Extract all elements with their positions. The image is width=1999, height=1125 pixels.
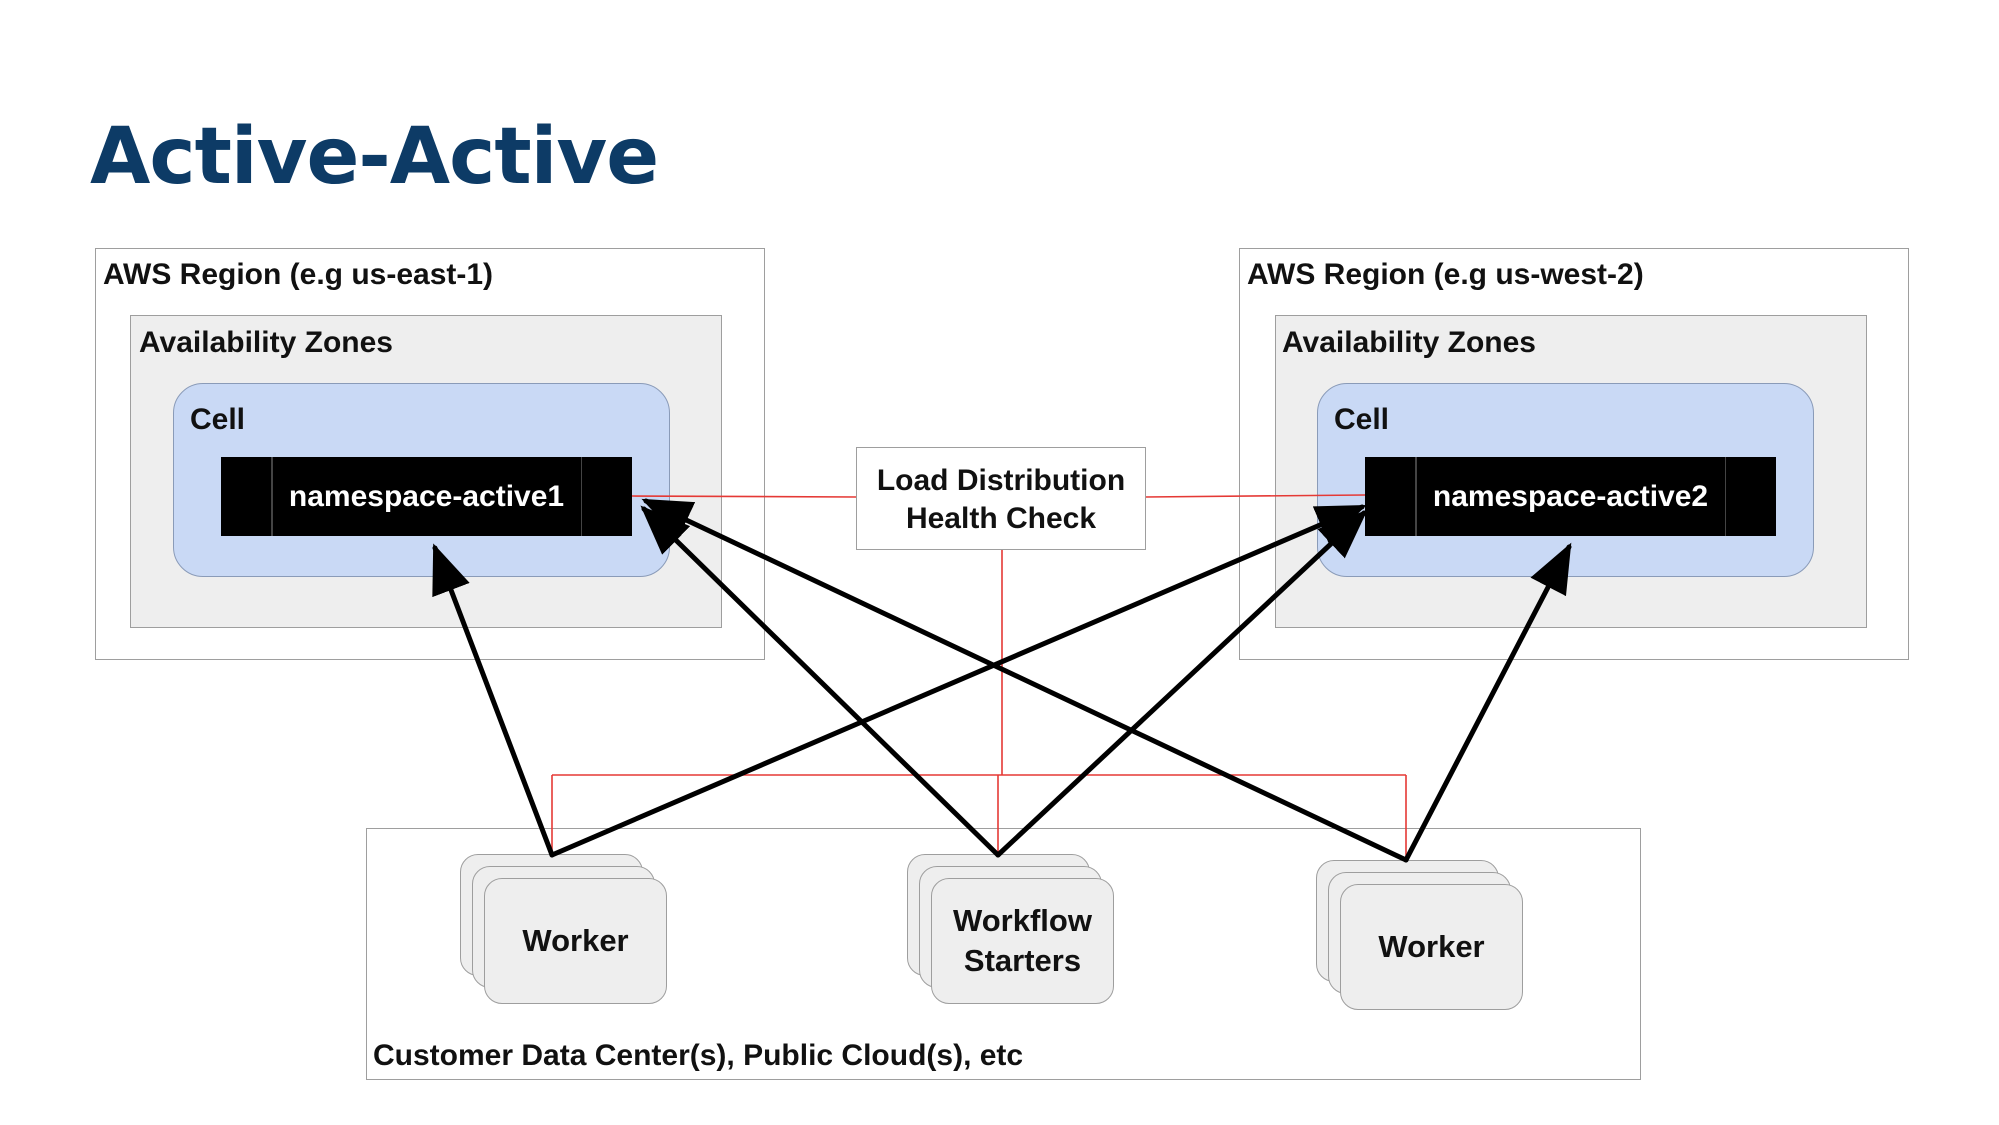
arrow-starters-to-active2 [995,509,1368,858]
worker-right[interactable]: Worker [1340,884,1523,1010]
arrow-worker-right-to-active2 [1403,542,1572,863]
arrow-worker-right-to-active1 [641,498,1409,863]
customer-environment-label: Customer Data Center(s), Public Cloud(s)… [373,1039,1024,1072]
namespace-active1-label: namespace-active1 [288,479,565,513]
namespace-active1[interactable]: namespace-active1 [221,457,632,536]
workflow-starters[interactable]: Workflow Starters [931,878,1114,1004]
cell-west-label: Cell [1334,403,1390,436]
namespace-divider [271,457,273,536]
worker-left-label: Worker [522,923,629,958]
namespace-divider [1724,457,1726,536]
namespace-divider [580,457,582,536]
worker-left[interactable]: Worker [484,878,667,1004]
aws-region-west-label: AWS Region (e.g us-west-2) [1247,258,1644,291]
cell-east-label: Cell [190,403,246,436]
worker-right-label: Worker [1378,929,1485,964]
workflow-starters-label-1: Workflow [953,903,1092,938]
health-line-left [631,495,857,498]
aws-region-east-label: AWS Region (e.g us-east-1) [103,258,494,291]
workflow-starters-label-2: Starters [963,943,1082,978]
load-distribution-label: Load Distribution [876,464,1126,497]
arrow-worker-left-to-active2 [549,504,1367,858]
availability-zones-west-label: Availability Zones [1282,326,1536,359]
namespace-active2-label: namespace-active2 [1432,479,1709,513]
health-check-label: Health Check [905,502,1097,535]
namespace-divider [1415,457,1417,536]
arrow-worker-left-to-active1 [432,543,555,858]
health-line-right [1144,494,1366,498]
availability-zones-east-label: Availability Zones [139,326,393,359]
arrow-starters-to-active1 [640,505,1001,858]
load-distribution-health-check[interactable]: Load Distribution Health Check [856,447,1146,550]
namespace-active2[interactable]: namespace-active2 [1365,457,1776,536]
page-title: Active-Active [90,112,659,202]
